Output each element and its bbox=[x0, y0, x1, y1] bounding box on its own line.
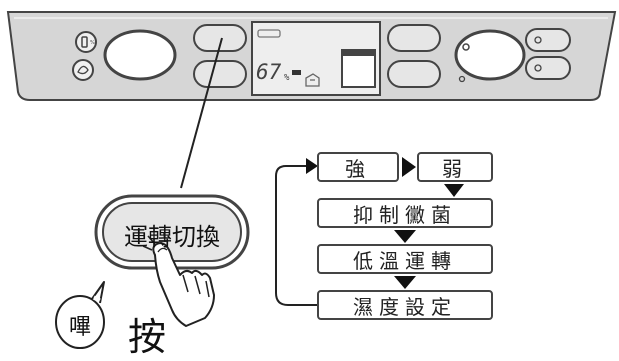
mode-label-strong: 強 bbox=[345, 156, 371, 181]
arrow-sterilize-down bbox=[394, 230, 416, 243]
mode-label-humidity: 濕度設定 bbox=[353, 294, 457, 319]
mode-cycle-flow bbox=[275, 152, 493, 320]
panel-button-top-right[interactable] bbox=[387, 24, 441, 52]
panel-button-top-left[interactable] bbox=[193, 24, 247, 52]
svg-text:%: % bbox=[90, 40, 95, 46]
mode-box-weak bbox=[417, 152, 493, 182]
small-oval-button-bottom[interactable] bbox=[525, 56, 571, 80]
main-mode-led bbox=[462, 43, 470, 51]
mode-switch-button[interactable] bbox=[94, 194, 250, 270]
lcd-screen bbox=[251, 21, 381, 96]
arrow-strong-to-weak bbox=[402, 157, 416, 177]
mode-box-strong bbox=[317, 152, 399, 182]
lcd-tank-gauge bbox=[341, 49, 376, 88]
beep-text: 嗶 bbox=[68, 315, 91, 340]
mode-label-sterilize: 抑制黴菌 bbox=[353, 202, 457, 227]
press-text: 按 bbox=[128, 315, 167, 359]
power-button[interactable] bbox=[103, 29, 177, 81]
tank-icon bbox=[305, 73, 320, 87]
lcd-humidity-value: 67 bbox=[256, 60, 282, 84]
small-round-button-bottom[interactable] bbox=[72, 59, 94, 81]
pressing-hand-icon bbox=[142, 232, 215, 327]
mode-label-weak: 弱 bbox=[442, 156, 468, 181]
lcd-indicator-top bbox=[257, 29, 281, 38]
mode-box-humidity bbox=[317, 290, 493, 320]
main-mode-button[interactable] bbox=[454, 29, 526, 81]
indicator-led-lower bbox=[458, 75, 466, 83]
lcd-unit: % bbox=[284, 73, 290, 83]
mode-label-low-temp: 低溫運轉 bbox=[353, 248, 457, 273]
small-oval-button-top[interactable] bbox=[525, 28, 571, 52]
mode-switch-label: 運轉切換 bbox=[124, 223, 220, 251]
panel-button-bottom-right[interactable] bbox=[387, 60, 441, 88]
arrow-weak-down bbox=[444, 184, 464, 197]
beep-speech-bubble bbox=[55, 281, 105, 349]
arrow-lowtemp-down bbox=[394, 276, 416, 289]
mode-box-sterilize bbox=[317, 198, 493, 228]
mode-box-low-temp bbox=[317, 244, 493, 274]
instruction-diagram: % bbox=[6, 11, 617, 359]
small-round-button-top[interactable]: % bbox=[75, 31, 97, 53]
panel-button-bottom-left[interactable] bbox=[193, 60, 247, 88]
leader-line bbox=[180, 37, 223, 189]
lcd-indicator-bar bbox=[292, 70, 301, 75]
